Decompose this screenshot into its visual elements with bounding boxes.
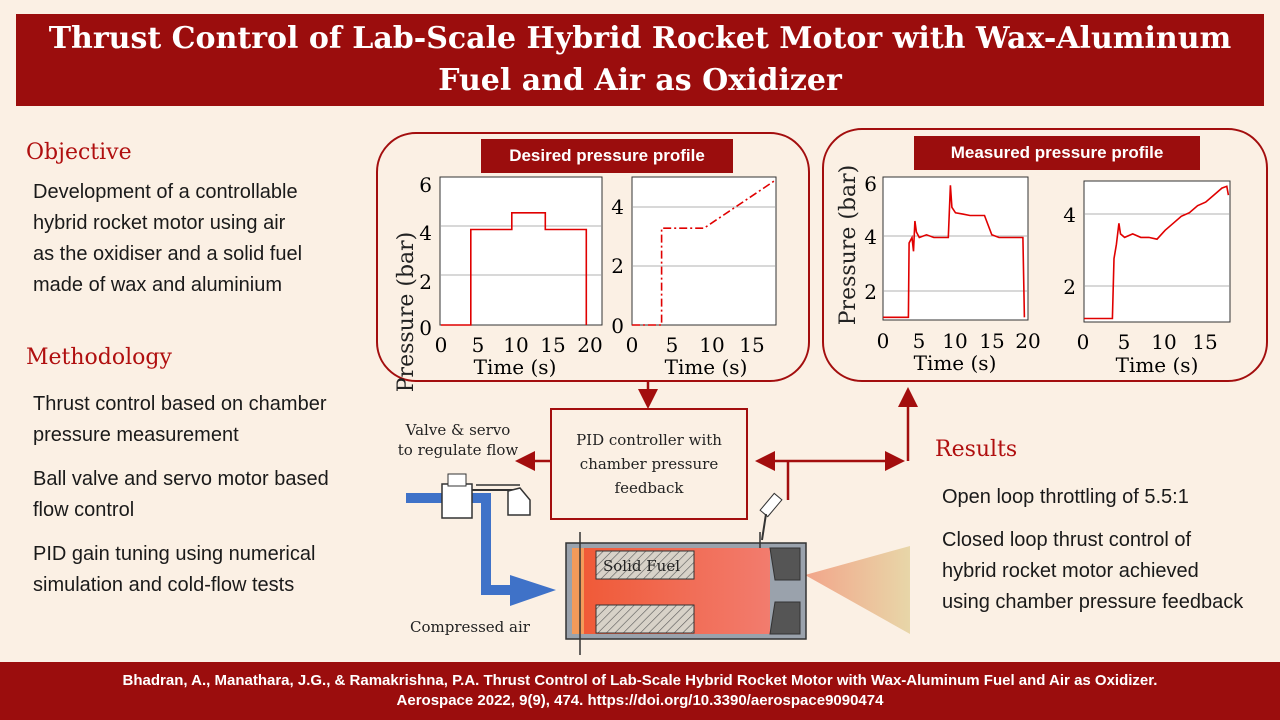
series-layer xyxy=(441,179,1230,326)
desired-plot-left: Pressure (bar) 6 4 2 0 0 5 10 15 20 Time… xyxy=(394,173,603,392)
pressure-series-line xyxy=(883,185,1026,319)
y-tick-label: 4 xyxy=(1063,203,1076,227)
objective-line: hybrid rocket motor using air xyxy=(33,212,286,234)
poster-title-bar: Thrust Control of Lab-Scale Hybrid Rocke… xyxy=(16,14,1264,106)
x-tick-label: 0 xyxy=(877,329,890,353)
y-tick-label: 2 xyxy=(611,254,624,278)
y-tick-label: 6 xyxy=(864,172,877,196)
air-arrow xyxy=(510,575,556,606)
y-tick-label: 4 xyxy=(611,195,624,219)
x-tick-label: 0 xyxy=(1077,330,1090,354)
x-tick-label: 10 xyxy=(1151,330,1176,354)
citation-footer: Bhadran, A., Manathara, J.G., & Ramakris… xyxy=(0,662,1280,720)
poster-title: Thrust Control of Lab-Scale Hybrid Rocke… xyxy=(48,21,1232,98)
x-tick-label: 10 xyxy=(942,329,967,353)
y-tick-label: 0 xyxy=(419,316,432,340)
objective-line: made of wax and aluminium xyxy=(33,274,283,296)
compressed-air-label: Compressed air xyxy=(410,618,530,636)
methodology-item-line: Thrust control based on chamber xyxy=(33,393,327,415)
x-tick-label: 5 xyxy=(472,333,485,357)
x-axis-label: Time (s) xyxy=(665,355,748,379)
x-tick-label: 20 xyxy=(577,333,602,357)
methodology-item: Thrust control based on chamber pressure… xyxy=(33,389,327,451)
measured-pressure-panel xyxy=(822,128,1268,382)
y-tick-label: 4 xyxy=(419,221,432,245)
y-axis-label: Pressure (bar) xyxy=(836,165,861,326)
objective-line: as the oxidiser and a solid fuel xyxy=(33,243,303,265)
valve-servo xyxy=(441,473,531,519)
y-tick-label: 6 xyxy=(419,173,432,197)
desired-plot-right: 4 2 0 0 5 10 15 Time (s) xyxy=(611,176,777,379)
x-tick-label: 10 xyxy=(699,333,724,357)
plot-frame xyxy=(882,176,1029,321)
results-item-line: using chamber pressure feedback xyxy=(942,591,1244,613)
x-tick-label: 15 xyxy=(979,329,1004,353)
pid-label-line: feedback xyxy=(614,479,684,497)
measured-pressure-label: Measured pressure profile xyxy=(914,136,1200,170)
results-heading: Results xyxy=(935,437,1018,462)
x-axis-label: Time (s) xyxy=(914,351,997,375)
y-tick-label: 2 xyxy=(864,280,877,304)
x-axis-label: Time (s) xyxy=(474,355,557,379)
valve-label-line: Valve & servo xyxy=(405,421,511,439)
objective-heading: Objective xyxy=(26,140,132,165)
methodology-item-line: PID gain tuning using numerical xyxy=(33,543,316,565)
y-tick-label: 0 xyxy=(611,314,624,338)
rocket-motor xyxy=(565,532,807,655)
solid-fuel-label: Solid Fuel xyxy=(603,557,681,575)
x-tick-label: 0 xyxy=(626,333,639,357)
methodology-item-line: Ball valve and servo motor based xyxy=(33,468,329,490)
results-item: Closed loop thrust control of hybrid roc… xyxy=(942,525,1243,618)
measured-plot-right: 4 2 0 5 10 15 Time (s) xyxy=(1063,180,1231,377)
pid-label-line: chamber pressure xyxy=(579,455,719,473)
x-tick-label: 20 xyxy=(1015,329,1040,353)
pressure-plots: Pressure (bar) 6 4 2 0 0 5 10 15 20 Time… xyxy=(394,165,1231,392)
x-tick-label: 10 xyxy=(503,333,528,357)
x-tick-label: 5 xyxy=(1118,330,1131,354)
valve-servo-label: Valve & servo to regulate flow xyxy=(390,420,526,460)
measured-plot-left: Pressure (bar) 6 4 2 0 5 10 15 20 Time (… xyxy=(836,165,1041,375)
x-tick-label: 5 xyxy=(913,329,926,353)
plot-frame xyxy=(1083,180,1231,323)
exhaust-plume xyxy=(805,546,910,634)
methodology-item: PID gain tuning using numerical simulati… xyxy=(33,539,315,601)
pressure-series-line xyxy=(441,212,588,326)
y-tick-label: 4 xyxy=(864,225,877,249)
y-tick-label: 2 xyxy=(1063,275,1076,299)
objective-line: Development of a controllable xyxy=(33,181,298,203)
methodology-item-line: pressure measurement xyxy=(33,424,239,446)
objective-text: Development of a controllable hybrid roc… xyxy=(33,177,302,301)
x-tick-label: 15 xyxy=(739,333,764,357)
results-item-line: Closed loop thrust control of xyxy=(942,529,1192,551)
methodology-item-line: flow control xyxy=(33,499,135,521)
y-axis-label: Pressure (bar) xyxy=(394,232,419,393)
pressure-series-line xyxy=(1084,185,1230,320)
plot-frame xyxy=(439,176,603,326)
pressure-series-line xyxy=(632,179,777,326)
methodology-heading: Methodology xyxy=(26,345,172,370)
x-tick-label: 15 xyxy=(1192,330,1217,354)
x-tick-label: 5 xyxy=(666,333,679,357)
x-axis-label: Time (s) xyxy=(1116,353,1199,377)
citation-line: Bhadran, A., Manathara, J.G., & Ramakris… xyxy=(122,672,1158,689)
desired-pressure-label: Desired pressure profile xyxy=(481,139,733,173)
citation-line: Aerospace 2022, 9(9), 474. https://doi.o… xyxy=(396,692,884,709)
methodology-item-line: simulation and cold-flow tests xyxy=(33,574,295,596)
pressure-sensor xyxy=(759,492,783,541)
air-pipe xyxy=(406,493,520,595)
pid-controller-box: PID controller with chamber pressure fee… xyxy=(550,408,748,520)
valve-label-line: to regulate flow xyxy=(397,441,519,459)
plot-frame xyxy=(631,176,777,326)
results-item-line: hybrid rocket motor achieved xyxy=(942,560,1199,582)
methodology-item: Ball valve and servo motor based flow co… xyxy=(33,464,329,526)
pid-label-line: PID controller with xyxy=(576,431,722,449)
x-tick-label: 15 xyxy=(540,333,565,357)
results-item: Open loop throttling of 5.5:1 xyxy=(942,486,1189,508)
y-tick-label: 2 xyxy=(419,270,432,294)
x-tick-label: 0 xyxy=(435,333,448,357)
desired-pressure-panel xyxy=(376,132,810,382)
